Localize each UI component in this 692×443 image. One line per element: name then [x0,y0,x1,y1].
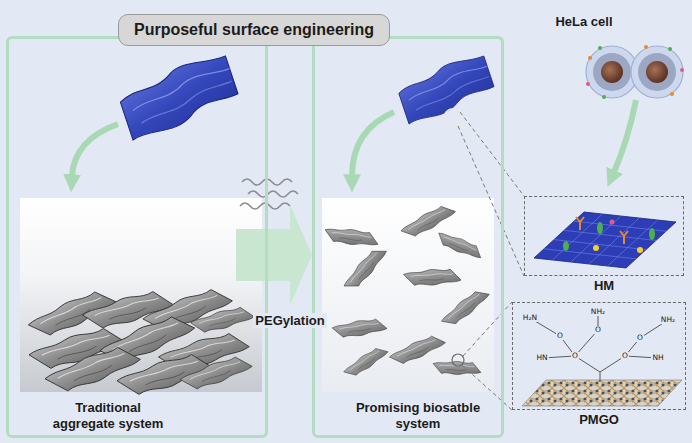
panel-caption: Traditional aggregate system [43,400,173,432]
magnifier [452,354,464,366]
dispersed-sheet [436,288,495,328]
hela-cells [586,45,684,99]
process-arrow [352,112,394,176]
chem-group: HN [535,354,548,362]
zoom-box: HM [524,196,684,276]
dispersed-sheet [336,245,394,292]
title-text: Purposeful surface engineering [134,21,374,39]
dispersed-sheet [340,346,392,379]
aggregated-sheet [190,304,255,336]
process-arrow [72,124,118,176]
aggregated-sheet [82,288,174,332]
magnifier-handle [459,125,466,133]
dispersed-sheet [322,215,381,259]
dispersed-sheet [388,335,447,365]
membrane-sheet [534,212,676,268]
aggregated-sheet [142,289,233,331]
atom-label: O [594,326,602,334]
aggregated-sheet [180,357,253,389]
atom-label: O [571,352,579,360]
aggregated-sheet [26,290,119,337]
process-arrow [614,100,636,172]
container [322,198,494,392]
chem-group: NH₂ [660,316,676,324]
atom-label: O [556,332,564,340]
chem-group: NH [651,354,664,362]
aggregated-sheet [158,330,250,374]
aggregate-illustration [20,56,268,397]
panel-frame: Traditional aggregate system [6,36,268,438]
chem-group: NH₂ [590,308,606,316]
pmgo-structure [522,312,682,406]
box-label: PMGO [513,412,685,427]
aggregated-sheet [117,352,214,397]
dispersed-sheet [331,312,388,344]
go-sheet [399,56,494,124]
process-arrow [268,205,312,305]
magnifier [444,109,462,127]
box-label: HM [525,278,683,293]
title-box: Purposeful surface engineering [118,14,390,46]
arrow-label: PEGylation [253,313,326,328]
go-sheet [120,56,238,140]
peg-chains [240,179,298,209]
dispersed-sheet [435,222,485,269]
chem-group: H₂N [522,314,538,322]
container [20,198,262,392]
cell-label: HeLa cell [555,14,612,29]
zoom-leaders [458,112,524,410]
aggregated-sheet [98,315,197,363]
dispersed-sheet [398,204,458,238]
aggregated-sheet [29,326,126,371]
dispersed-illustration [322,56,495,392]
dispersed-sheet [431,350,483,386]
panel-frame: Promising biosatble system [312,36,504,438]
dispersed-sheet [402,258,463,297]
aggregated-sheet [44,347,141,392]
atom-label: O [621,352,629,360]
panel-caption: Promising biosatble system [353,400,483,432]
atom-label: O [636,334,644,342]
arrow-tail [236,229,268,281]
